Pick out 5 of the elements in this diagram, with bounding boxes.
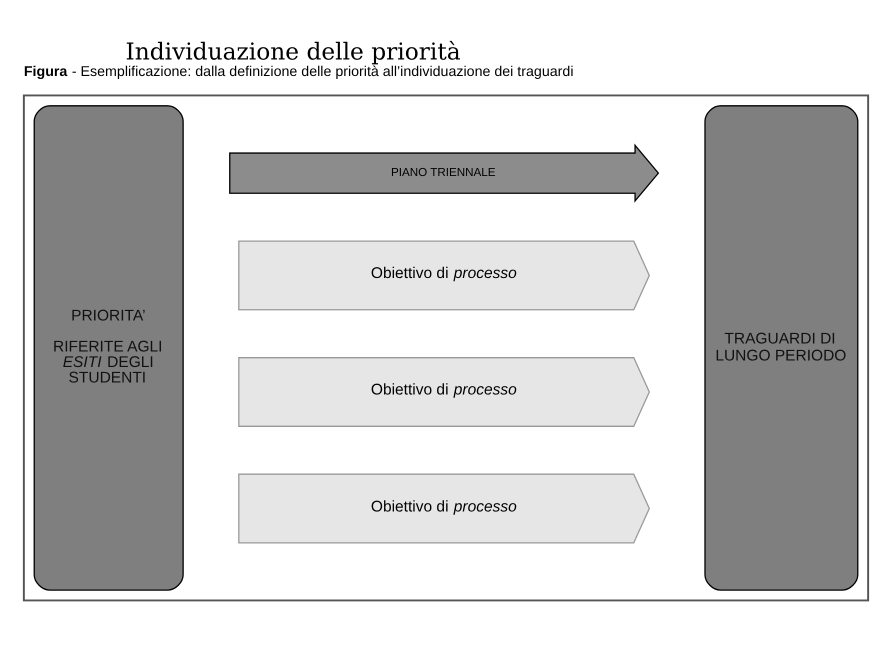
- diagram-title: Individuazione delle priorità: [126, 38, 461, 66]
- node-box: TRAGUARDI DI LUNGO PERIODO: [704, 104, 858, 590]
- caption: Figura - Esemplificazione: dalla definizione delle priorità all’individuazione dei traguardi: [24, 63, 574, 80]
- cluster: [22, 94, 870, 601]
- node-box: PRIORITA’ RIFERITE AGLI ESITI DEGLI STUDENTI: [34, 104, 184, 590]
